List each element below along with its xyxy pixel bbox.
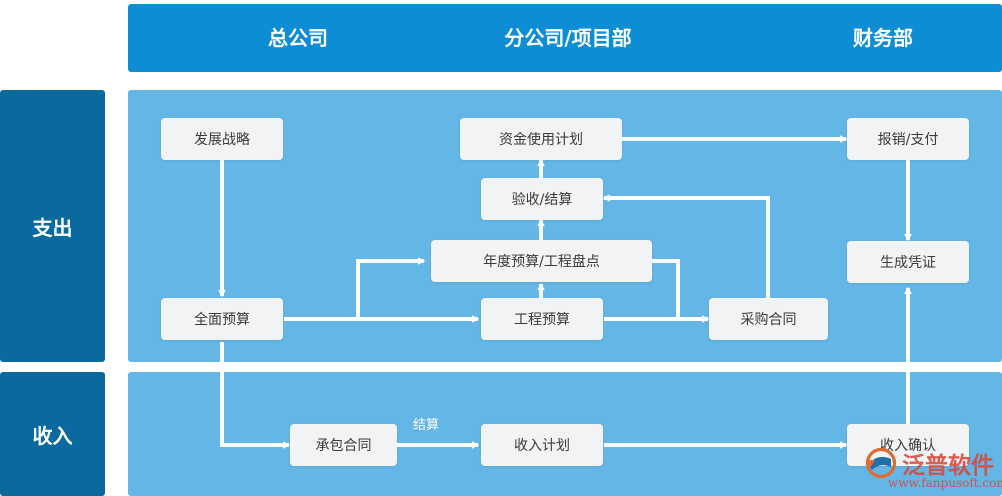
sidebar-label-expenditure: 支出: [32, 215, 73, 240]
node-contracting-contract[interactable]: 承包合同: [290, 424, 397, 466]
node-income-confirmation[interactable]: 收入确认: [847, 424, 969, 466]
node-label: 生成凭证: [880, 255, 936, 271]
node-project-budget[interactable]: 工程预算: [481, 298, 603, 340]
node-label: 采购合同: [740, 312, 797, 328]
header-column-head-office: 总公司: [268, 26, 328, 50]
node-label: 工程预算: [514, 312, 570, 328]
node-acceptance-settlement[interactable]: 验收/结算: [481, 178, 603, 220]
sidebar-label-income: 收入: [32, 423, 73, 448]
node-reimbursement-payment[interactable]: 报销/支付: [847, 118, 969, 160]
header-bar: 总公司 分公司/项目部 财务部: [128, 4, 1002, 72]
node-income-plan[interactable]: 收入计划: [481, 424, 603, 466]
node-overall-budget[interactable]: 全面预算: [161, 298, 283, 340]
node-label: 收入计划: [514, 438, 570, 454]
node-label: 收入确认: [880, 438, 936, 454]
node-label: 年度预算/工程盘点: [483, 254, 600, 270]
node-label: 资金使用计划: [499, 132, 583, 148]
edge-label-settlement: 结算: [413, 418, 440, 433]
node-development-strategy[interactable]: 发展战略: [161, 118, 283, 160]
node-annual-budget-project-inventory[interactable]: 年度预算/工程盘点: [431, 240, 652, 282]
header-column-branch-project: 分公司/项目部: [504, 26, 632, 50]
sidebar-section-expenditure: 支出: [0, 90, 105, 362]
node-label: 验收/结算: [511, 192, 573, 208]
node-label: 承包合同: [315, 438, 372, 454]
node-fund-usage-plan[interactable]: 资金使用计划: [460, 118, 622, 160]
node-purchase-contract[interactable]: 采购合同: [709, 298, 828, 340]
node-label: 发展战略: [194, 132, 250, 148]
node-label: 报销/支付: [877, 132, 939, 148]
node-generate-voucher[interactable]: 生成凭证: [847, 241, 969, 283]
header-column-finance: 财务部: [853, 26, 913, 50]
sidebar-section-income: 收入: [0, 372, 105, 496]
node-label: 全面预算: [194, 312, 250, 328]
